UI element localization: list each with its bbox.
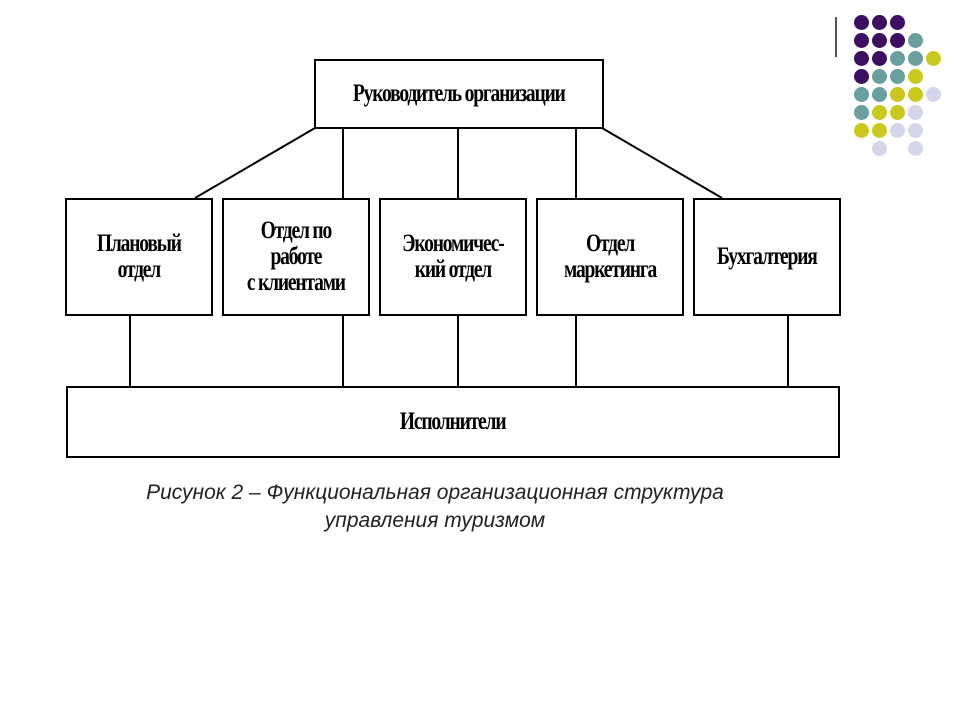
executors-box: Исполнители [66,386,840,458]
dot [926,87,941,102]
dot [908,87,923,102]
dept-box-accounting: Бухгалтерия [693,198,841,316]
dot [854,105,869,120]
dot [872,51,887,66]
dot [872,69,887,84]
dot [872,33,887,48]
dot [872,141,887,156]
dot [908,51,923,66]
dot [890,15,905,30]
dot [854,123,869,138]
dept-box-planning: Плановый отдел [65,198,213,316]
dot [890,69,905,84]
dot [926,51,941,66]
dot [890,87,905,102]
dot [854,51,869,66]
dept-box-economic: Экономичес- кий отдел [379,198,527,316]
dept-box-clients: Отдел по работе с клиентами [222,198,370,316]
dot [854,15,869,30]
dot [890,123,905,138]
dot [908,123,923,138]
dot [890,105,905,120]
dot [872,105,887,120]
dot [872,123,887,138]
dot [890,33,905,48]
dot [872,87,887,102]
dot [908,69,923,84]
caption-line-2: управления туризмом [324,509,546,532]
dot [854,69,869,84]
dot [854,87,869,102]
dot [872,15,887,30]
dot [890,51,905,66]
dot [908,141,923,156]
caption-line-1: Рисунок 2 – Функциональная организационн… [146,481,724,504]
dept-box-marketing: Отдел маркетинга [536,198,684,316]
dot [854,33,869,48]
dot [908,105,923,120]
head-box: Руководитель организации [314,59,604,129]
dot [908,33,923,48]
